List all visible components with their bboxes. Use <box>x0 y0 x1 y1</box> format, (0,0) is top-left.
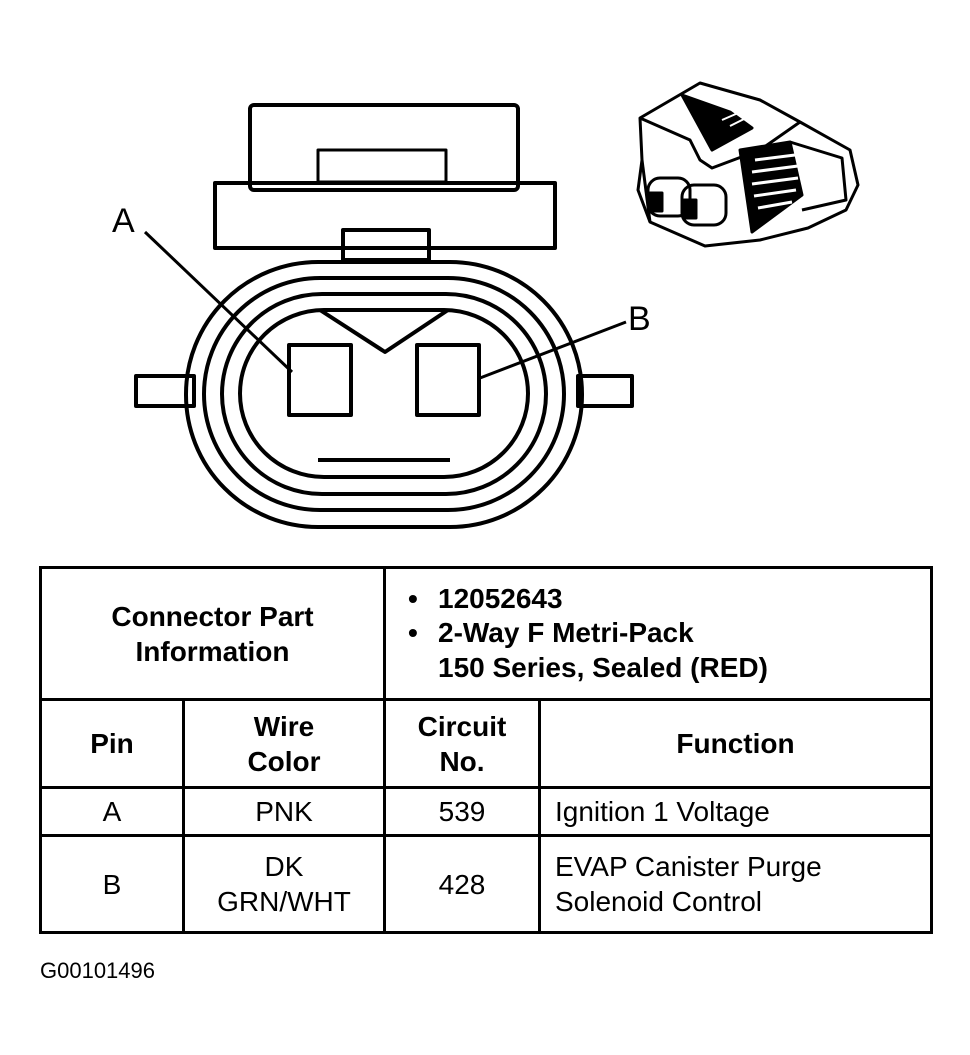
function-cell: EVAP Canister Purge Solenoid Control <box>537 834 934 934</box>
table-row: A PNK 539 Ignition 1 Voltage <box>39 786 934 837</box>
connector-table: Connector Part Information • 12052643 • … <box>39 566 934 934</box>
part-info-list: • 12052643 • 2-Way F Metri-Pack 150 Seri… <box>386 582 930 684</box>
cavity-a <box>287 343 353 417</box>
connector-shell <box>184 260 584 529</box>
part-info-heading: Connector Part Information <box>39 566 386 701</box>
figure-code: G00101496 <box>40 958 155 983</box>
pin-label-a: A <box>112 202 135 240</box>
right-tab <box>576 374 634 408</box>
header-function: Function <box>537 698 934 789</box>
wire-color-cell: DK GRN/WHT <box>182 834 386 934</box>
part-number: • 12052643 <box>408 583 563 615</box>
leader-line-b <box>479 320 627 380</box>
part-info-row: Connector Part Information • 12052643 • … <box>39 566 934 701</box>
wire-color-cell: PNK <box>182 786 386 837</box>
connector-3d-view <box>636 81 860 248</box>
header-row: Pin Wire Color Circuit No. Function <box>39 698 934 789</box>
connector-latch <box>213 103 557 262</box>
header-wire-color: Wire Color <box>182 698 386 789</box>
leader-line-a <box>143 230 294 374</box>
circuit-cell: 428 <box>383 834 541 934</box>
function-cell: Ignition 1 Voltage <box>537 786 934 837</box>
table-row: B DK GRN/WHT 428 EVAP Canister Purge Sol… <box>39 834 934 934</box>
circuit-cell: 539 <box>383 786 541 837</box>
cavity-b <box>415 343 481 417</box>
header-pin: Pin <box>39 698 185 789</box>
pin-cell: B <box>39 834 185 934</box>
connector-type: • 2-Way F Metri-Pack 150 Series, Sealed … <box>408 617 768 683</box>
connector-diagram: A B <box>112 81 860 529</box>
part-info-details: • 12052643 • 2-Way F Metri-Pack 150 Seri… <box>382 566 934 701</box>
header-circuit: Circuit No. <box>383 698 541 789</box>
pin-label-b: B <box>628 300 651 338</box>
left-tab <box>134 374 196 408</box>
pin-cell: A <box>39 786 185 837</box>
